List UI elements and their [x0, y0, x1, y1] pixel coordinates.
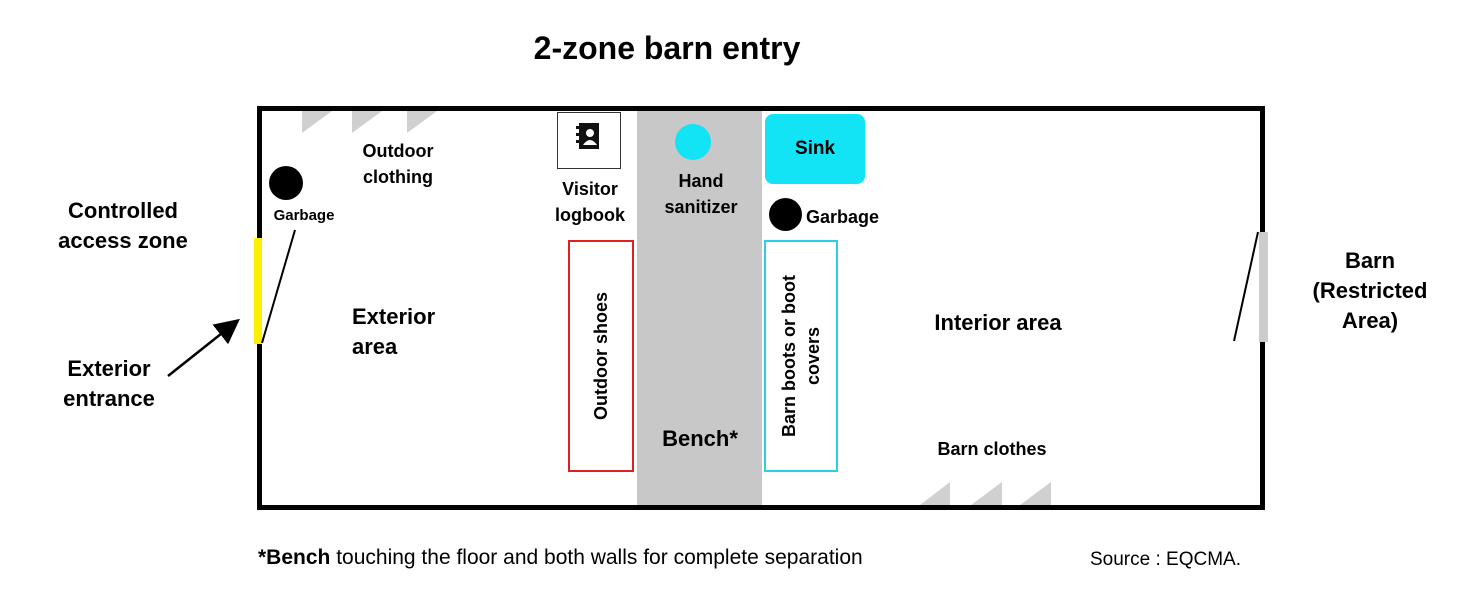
- garbage-left-label: Garbage: [273, 207, 335, 224]
- hand-sanitizer-icon: [675, 124, 711, 160]
- garbage-left-icon: [269, 166, 303, 200]
- outdoor-clothing-hooks: [302, 111, 437, 133]
- exterior-door-swing: [261, 229, 296, 344]
- visitor-logbook-label: Visitor logbook: [555, 179, 625, 225]
- sink: Sink: [765, 114, 865, 184]
- barn-restricted-area-label: Barn (Restricted Area): [1312, 248, 1428, 333]
- outdoor-shoes-label: Outdoor shoes: [591, 291, 611, 421]
- exterior-entrance-label: Exterior entrance: [63, 356, 155, 411]
- outdoor-shoes-area: Outdoor shoes: [568, 240, 634, 472]
- entrance-arrow: [167, 318, 240, 377]
- barn-clothes-hooks: [920, 482, 1051, 505]
- logbook-icon: [576, 123, 599, 149]
- barn-boots-label: Barn boots or boot covers: [779, 275, 823, 437]
- exterior-area-label: Exterior area: [352, 304, 436, 359]
- hand-sanitizer-label: Hand sanitizer: [664, 171, 738, 217]
- barn-clothes-label: Barn clothes: [937, 439, 1047, 459]
- barn-boots-area: Barn boots or boot covers: [764, 240, 838, 472]
- footnote-text: touching the floor and both walls for co…: [330, 546, 863, 569]
- visitor-logbook: [557, 112, 621, 169]
- garbage-right-label: Garbage: [806, 207, 880, 227]
- outdoor-clothing-label: Outdoor clothing: [362, 141, 434, 187]
- sink-label: Sink: [794, 138, 836, 159]
- footnote: *Bench touching the floor and both walls…: [258, 546, 863, 570]
- barn-door: [1259, 232, 1268, 342]
- diagram-title: 2-zone barn entry: [533, 30, 801, 66]
- interior-area-label: Interior area: [934, 310, 1062, 335]
- footnote-bold: *Bench: [258, 546, 331, 569]
- garbage-right-icon: [769, 198, 802, 231]
- exterior-door: [254, 238, 262, 344]
- source-credit: Source : EQCMA.: [1090, 549, 1241, 570]
- bench-label: Bench*: [662, 426, 738, 451]
- barn-door-swing: [1233, 231, 1259, 342]
- bench-area: [637, 111, 762, 505]
- controlled-access-zone-label: Controlled access zone: [58, 198, 188, 253]
